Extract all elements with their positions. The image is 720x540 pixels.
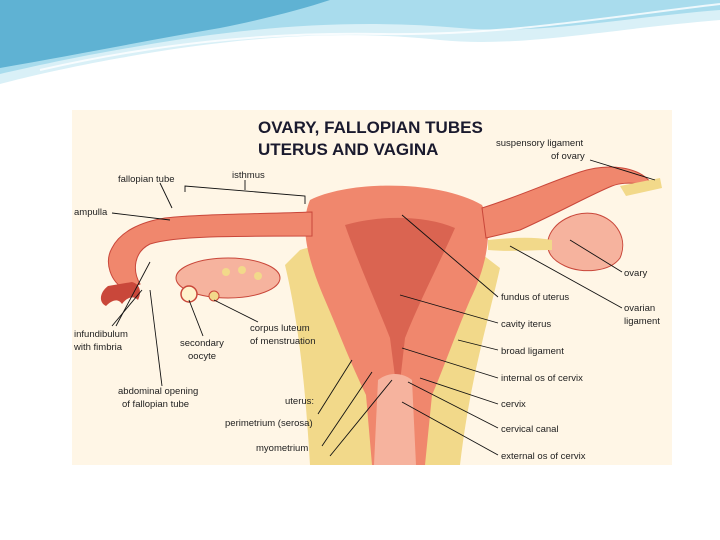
follicle-1 [222,268,230,276]
label-suspensory-2: of ovary [551,151,585,162]
suspensory-ligament-shape [620,178,662,196]
leader-abdominal-opening [149,289,163,387]
label-ovarian-lig-2: ligament [624,316,660,327]
slide-header-wave [0,0,720,84]
corpus-luteum-shape [208,290,220,302]
label-infundibulum-2: with fimbria [73,342,123,353]
diagram-title-line2: UTERUS AND VAGINA [258,140,438,159]
right-ovary-ligament [488,237,552,251]
label-internal-os: internal os of cervix [501,373,583,384]
label-fallopian-tube: fallopian tube [118,174,175,185]
left-fimbriae [100,282,140,306]
leader-infundibulum-1 [115,261,151,327]
leader-fundus [401,214,499,298]
label-corpus-1: corpus luteum [250,323,310,334]
leader-ovary [569,239,623,273]
leader-myometrium [321,371,373,447]
leader-ampulla [111,212,171,221]
leader-cervical-canal [407,381,499,429]
label-corpus-2: of menstruation [250,336,315,347]
label-external-os: external os of cervix [501,451,586,462]
right-ovary [547,212,624,272]
leader-corpus-luteum [213,299,259,323]
leader-cavity [399,294,499,324]
label-infundibulum-1: infundibulum [74,329,128,340]
label-secondary-1: secondary [180,338,224,349]
label-cervical-canal: cervical canal [501,424,559,435]
leader-infundibulum-2 [111,289,143,327]
leader-suspensory [589,159,656,181]
leader-uterus [329,379,393,457]
follicle-2 [238,266,246,274]
secondary-oocyte-shape [180,285,198,303]
wave-line [39,3,720,71]
label-perimetrium: perimetrium (serosa) [225,418,313,429]
label-cervix: cervix [501,399,526,410]
label-secondary-2: oocyte [188,351,216,362]
label-broad: broad ligament [501,346,564,357]
leader-external-os [401,401,499,456]
left-fallopian-tube [108,211,313,291]
leader-ovarian-ligament [509,245,623,309]
leader-perimetrium [317,359,353,415]
follicle-3 [254,272,262,280]
label-abdominal-2: of fallopian tube [122,399,189,410]
label-uterus: uterus: [285,396,314,407]
label-myometrium: myometrium [256,443,308,454]
uterus-inner-cavity [345,217,455,400]
label-ovarian-lig-1: ovarian [624,303,655,314]
leader-secondary-oocyte [188,299,204,337]
leader-internal-os [401,347,499,379]
leader-cervix [419,377,499,405]
leader-fallopian-tube [159,182,173,209]
label-isthmus: isthmus [232,170,265,181]
label-ampulla: ampulla [74,207,108,218]
wave-dark [0,0,330,68]
left-ovary [175,257,281,299]
label-ovary: ovary [624,268,647,279]
cervix-shape [374,374,416,465]
label-suspensory-1: suspensory ligament [496,138,583,149]
diagram-title-line1: OVARY, FALLOPIAN TUBES [258,118,483,137]
label-cavity: cavity iterus [501,319,551,330]
label-abdominal-1: abdominal opening [118,386,198,397]
leader-broad [457,339,499,351]
label-fundus: fundus of uterus [501,292,569,303]
isthmus-bracket [184,185,306,204]
